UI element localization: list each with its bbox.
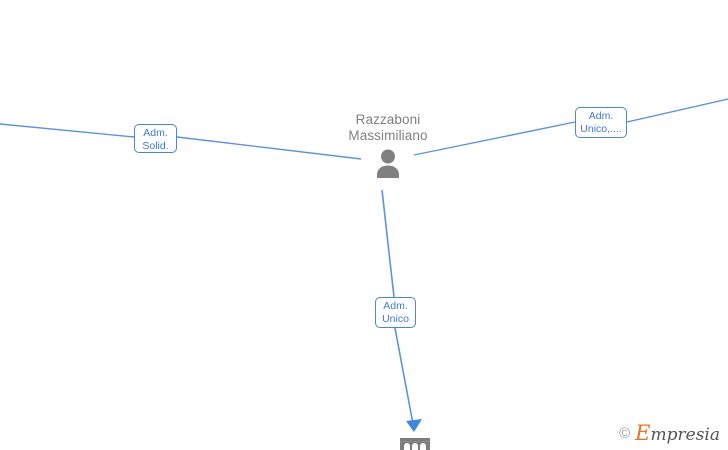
copyright-icon: ©	[619, 425, 631, 442]
edge-down-lower	[394, 327, 414, 425]
person-icon	[377, 149, 399, 178]
edge-down-upper	[381, 189, 395, 298]
edge-label-adm-unico[interactable]: Adm. Unico	[375, 297, 416, 328]
edge-left-outer	[0, 123, 135, 138]
edge-right-inner	[413, 121, 576, 156]
person-node-label: Razzaboni Massimiliano	[348, 112, 428, 143]
edge-right-outer	[626, 98, 728, 123]
empresia-logo-initial: E	[635, 421, 651, 445]
empresia-logo: Empresia	[635, 423, 720, 444]
company-node[interactable]	[391, 438, 439, 450]
edge-left-inner	[176, 136, 362, 160]
empresia-logo-rest: mpresia	[650, 425, 721, 445]
person-node[interactable]: Razzaboni Massimiliano	[320, 112, 456, 178]
arrowhead-icon	[406, 419, 422, 432]
empresia-watermark: © Empresia	[619, 423, 720, 444]
edge-label-adm-solid[interactable]: Adm. Solid.	[134, 124, 177, 153]
company-building-icon	[400, 438, 430, 450]
edge-label-adm-unico-multi[interactable]: Adm. Unico,....	[575, 107, 627, 138]
